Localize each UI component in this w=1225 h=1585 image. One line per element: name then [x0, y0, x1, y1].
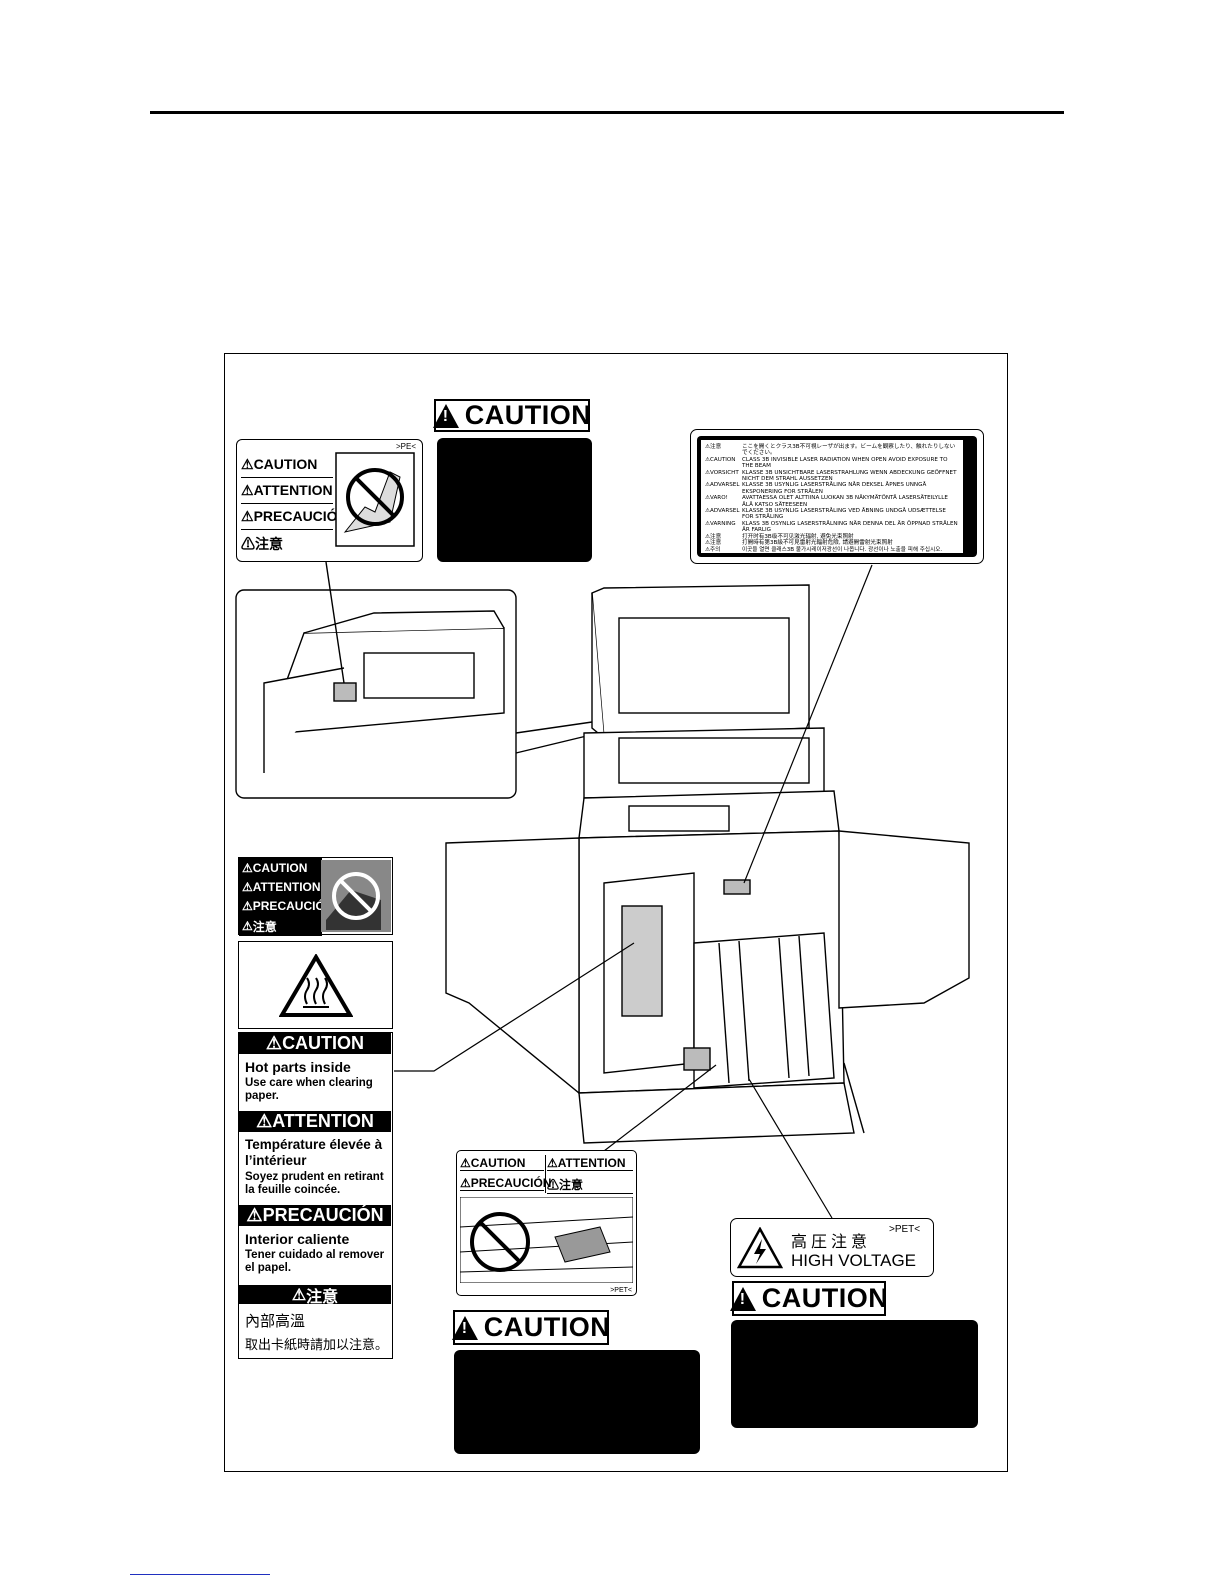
hot-section-title: Température élevée à l’intérieur: [245, 1137, 383, 1168]
hot-surface-icon: [279, 954, 353, 1017]
laser-warning-label: ⚠注意ここを開くとクラス3B不可視レーザが出ます。ビームを観察したり、触れたりし…: [690, 429, 984, 564]
high-voltage-icon: [737, 1227, 783, 1269]
caution-header-top: CAUTION: [432, 399, 591, 432]
caution-header-bottom-mid: CAUTION: [451, 1310, 610, 1345]
copier-illustration: [235, 561, 970, 1219]
hot-parts-label: ⚠CAUTION Hot parts inside Use care when …: [238, 1032, 393, 1359]
no-hand-pictogram-icon: [321, 860, 391, 932]
hot-section-title: 內部高溫: [245, 1312, 306, 1330]
hot-surface-pictogram: [238, 941, 393, 1029]
caution-text-box-bottom-right: [731, 1320, 978, 1428]
figure-frame: [224, 353, 1008, 1472]
warning-triangle-icon: [729, 1286, 756, 1311]
hot-section-head: ⚠PRECAUCIÓN: [239, 1205, 391, 1226]
high-voltage-jp: 高圧注意: [791, 1232, 872, 1251]
hot-section-head: ⚠ATTENTION: [239, 1111, 391, 1132]
hot-section-title: Hot parts inside: [245, 1059, 351, 1075]
top-rule: [150, 111, 1064, 114]
hot-section-head: ⚠CAUTION: [239, 1033, 391, 1054]
warning-triangle-icon: [432, 403, 459, 428]
label-no-touch-left: ⚠CAUTION ⚠ATTENTION ⚠PRECAUCIÓN ⚠注意: [238, 857, 393, 936]
footer-link-underline[interactable]: [130, 1574, 270, 1575]
hot-section-body: Soyez prudent en retirant la feuille coi…: [245, 1171, 384, 1196]
label-line: ATTENTION: [253, 482, 333, 498]
hot-section-body: 取出卡紙時請加以注意。: [245, 1338, 389, 1353]
caution-header-bottom-right: CAUTION: [729, 1281, 888, 1316]
high-voltage-label: 高圧注意 HIGH VOLTAGE >PET<: [730, 1218, 934, 1277]
label-line: PRECAUCIÓN: [253, 508, 348, 524]
warning-triangle-icon: [451, 1315, 478, 1340]
caution-text-box-top: [437, 438, 592, 562]
no-hand-pictogram-icon: [335, 452, 415, 547]
label-code: >PET<: [889, 1224, 921, 1235]
label-line: CAUTION: [253, 456, 318, 472]
label-code: >PE<: [395, 442, 416, 451]
hot-section-head: ⚠注意: [239, 1285, 391, 1306]
hot-section-body: Tener cuidado al remover el papel.: [245, 1249, 385, 1274]
label-code: >PET<: [610, 1287, 632, 1294]
label-line: 注意: [255, 536, 283, 552]
no-hand-pictogram-icon: [460, 1197, 633, 1283]
label-no-touch-bottom: ⚠CAUTION ⚠ATTENTION ⚠PRECAUCIÓN ⚠注意 >PET…: [456, 1150, 637, 1296]
hot-section-title: Interior caliente: [245, 1231, 350, 1247]
caution-text-box-bottom-mid: [454, 1350, 700, 1454]
label-no-touch-top: >PE< ⚠CAUTION ⚠ATTENTION ⚠PRECAUCIÓN ⚠注意: [236, 439, 423, 562]
high-voltage-en: HIGH VOLTAGE: [791, 1251, 917, 1270]
hot-section-body: Use care when clearing paper.: [245, 1077, 373, 1102]
